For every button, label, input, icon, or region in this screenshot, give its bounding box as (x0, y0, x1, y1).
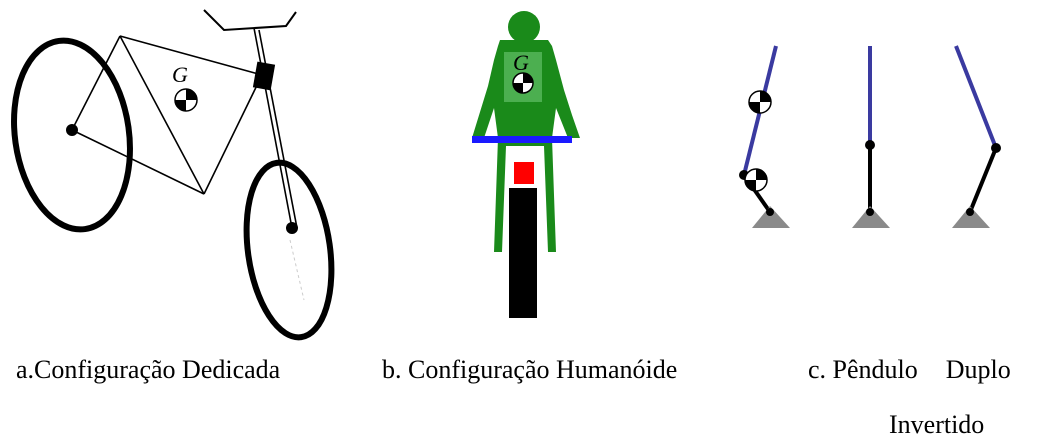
caption-c-word-2: Duplo (945, 355, 1011, 384)
pivot-triangle (852, 206, 890, 228)
cg-label-a: G (172, 62, 188, 87)
seat-block (514, 162, 534, 184)
caption-c-word-1: c. Pêndulo (808, 355, 918, 384)
center-of-gravity-icon (512, 72, 534, 94)
pendulum-bent-left (739, 45, 790, 228)
steering-block (252, 61, 276, 91)
bicycle-frame (71, 27, 298, 229)
double-inverted-pendulum-drawing (739, 45, 1001, 228)
handlebar (203, 9, 297, 32)
front-wheel (243, 159, 335, 341)
center-of-gravity-icon (748, 90, 772, 114)
front-view-wheel (509, 188, 537, 318)
caption-humanoid-configuration: b. Configuração Humanóide (382, 355, 678, 384)
caption-double-inverted-pendulum: c. Pêndulo Duplo (808, 355, 1011, 385)
rear-wheel (11, 37, 133, 233)
rider-head (508, 11, 540, 43)
pivot-triangle (952, 206, 990, 228)
cg-label-b: G (513, 50, 529, 75)
caption-dedicated-configuration: a.Configuração Dedicada (16, 355, 281, 384)
caption-double-inverted-pendulum-line2: Invertido (889, 410, 985, 439)
pivot-triangle (752, 206, 790, 228)
center-of-gravity-icon (744, 168, 768, 192)
humanoid-rider-drawing: G (472, 11, 580, 318)
pendulum-upright (852, 46, 890, 228)
handlebar-blue (472, 136, 572, 143)
rider-body (472, 40, 580, 252)
dedicated-bicycle-drawing: G (11, 9, 335, 341)
center-of-gravity-icon (174, 88, 198, 112)
pendulum-bent-right (952, 45, 1001, 228)
